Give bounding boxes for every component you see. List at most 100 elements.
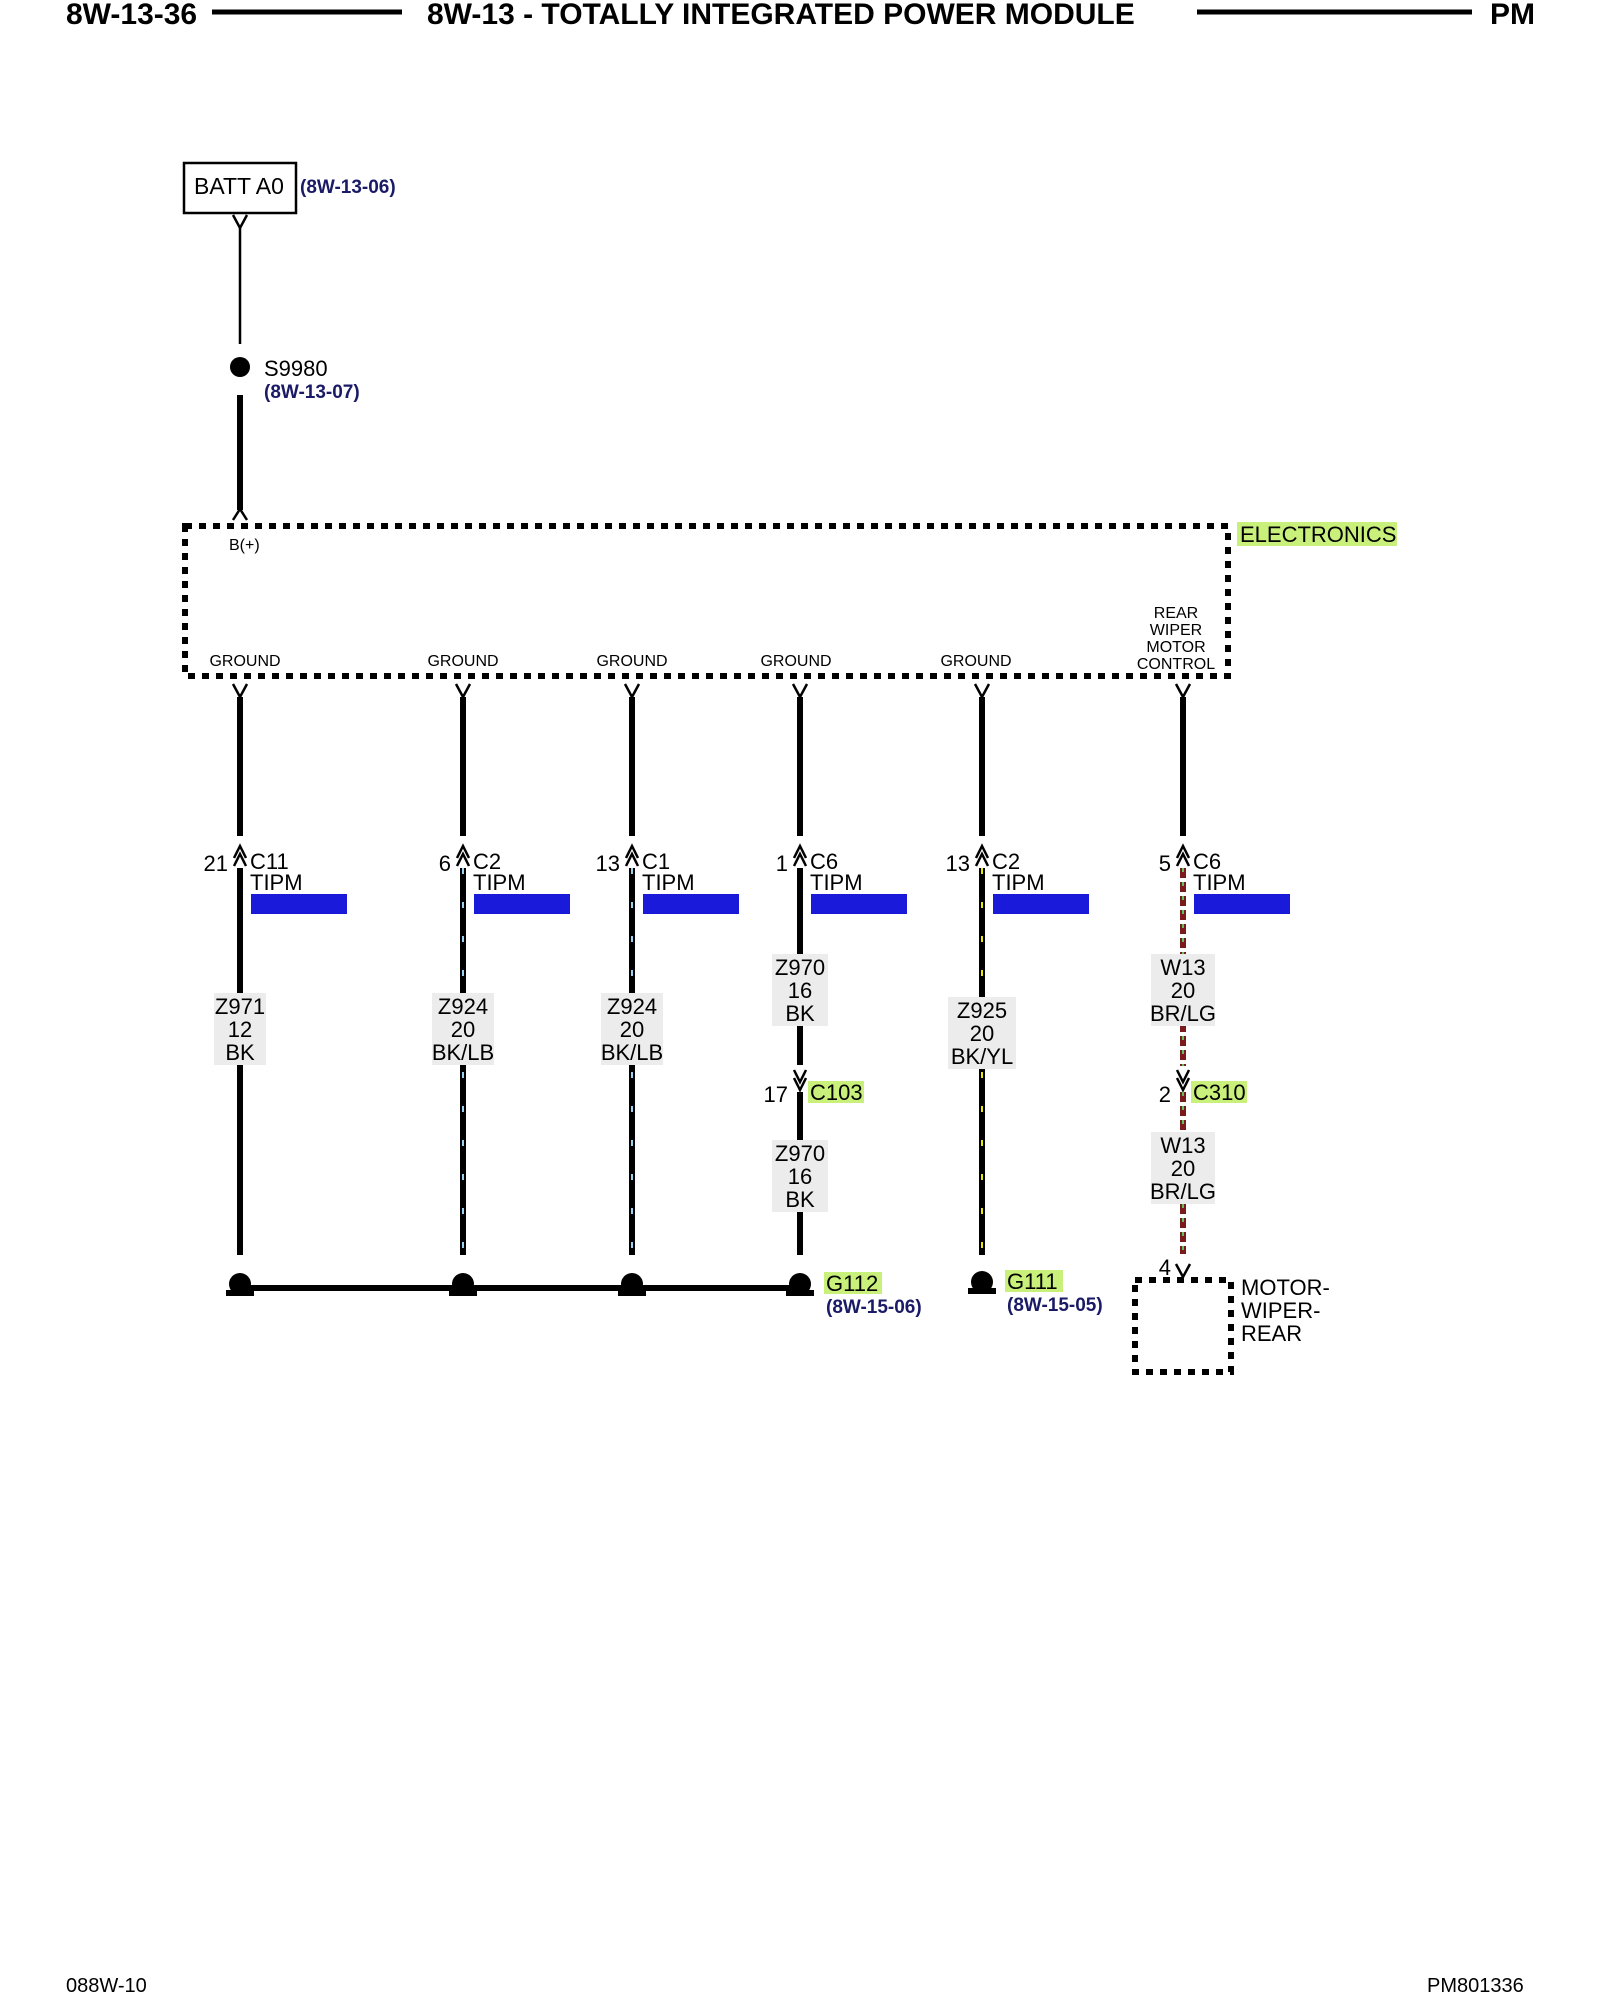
wire-id-z924-b: Z924 xyxy=(607,994,657,1019)
batt-connector-symbol xyxy=(231,214,249,231)
module-tipm-4: TIPM xyxy=(810,870,863,895)
page-title: 8W-13 - TOTALLY INTEGRATED POWER MODULE xyxy=(427,0,1135,31)
svg-text:MOTOR: MOTOR xyxy=(1146,639,1205,656)
wire-color-z924-a: BK/LB xyxy=(432,1040,494,1065)
svg-text:WIPER: WIPER xyxy=(1150,622,1202,639)
motor-label-line-3: REAR xyxy=(1241,1321,1302,1346)
pin-6: 6 xyxy=(439,851,451,876)
pin-17: 17 xyxy=(764,1082,788,1107)
wire-gauge-z970-upper: 16 xyxy=(788,978,812,1003)
wire-color-z970-lower: BK xyxy=(785,1187,815,1212)
motor-label-line-2: WIPER- xyxy=(1241,1298,1320,1323)
pin-1: 1 xyxy=(776,851,788,876)
wire-id-z924-a: Z924 xyxy=(438,994,488,1019)
wire-gauge-z971: 12 xyxy=(228,1017,252,1042)
electronics-label: ELECTRONICS xyxy=(1240,522,1396,547)
section-code: PM xyxy=(1490,0,1535,31)
g112-highlight xyxy=(824,1272,882,1294)
circuit-z925 xyxy=(948,683,1016,1255)
ground-g111: G111 xyxy=(1007,1269,1058,1294)
wire-id-z971: Z971 xyxy=(215,994,265,1019)
wire-color-z925: BK/YL xyxy=(951,1044,1013,1069)
wire-gauge-w13-lower: 20 xyxy=(1171,1156,1195,1181)
pin-4: 4 xyxy=(1159,1255,1171,1280)
circuit-z970 xyxy=(772,683,828,1255)
ref-box-1 xyxy=(251,894,347,914)
module-input-label: B(+) xyxy=(229,537,260,554)
c103-highlight xyxy=(808,1081,864,1103)
module-input-symbol xyxy=(231,506,249,521)
circuit-w13 xyxy=(1151,683,1215,1280)
ground-g112: G112 xyxy=(826,1271,878,1296)
circuit-z924-b xyxy=(601,683,663,1255)
ref-box-2 xyxy=(474,894,570,914)
wire-color-z971: BK xyxy=(225,1040,255,1065)
output-label-ground-1: GROUND xyxy=(209,653,280,670)
pin-21: 21 xyxy=(204,851,228,876)
circuit-z924-a xyxy=(432,683,494,1255)
footer-left: 088W-10 xyxy=(66,1975,147,1997)
wire-gauge-z924-b: 20 xyxy=(620,1017,644,1042)
wire-color-z970-upper: BK xyxy=(785,1001,815,1026)
wire-gauge-z970-lower: 16 xyxy=(788,1164,812,1189)
module-tipm-5: TIPM xyxy=(992,870,1045,895)
connector-c6-b: C6 xyxy=(1193,849,1221,874)
ref-box-3 xyxy=(643,894,739,914)
circuit-z971 xyxy=(214,683,266,1255)
connector-c11: C11 xyxy=(250,849,289,874)
electronics-highlight xyxy=(1237,522,1397,546)
ground-g112-ref: (8W-15-06) xyxy=(826,1297,922,1318)
ground-symbols xyxy=(226,1271,996,1296)
splice-label: S9980 xyxy=(264,356,328,381)
wire-id-z970-lower: Z970 xyxy=(775,1141,825,1166)
motor-wiper-rear-box xyxy=(1132,1277,1234,1375)
output-label-ground-2: GROUND xyxy=(427,653,498,670)
module-tipm-3: TIPM xyxy=(642,870,695,895)
pin-2: 2 xyxy=(1159,1082,1171,1107)
connector-c103: C103 xyxy=(810,1080,863,1105)
output-label-rear-wiper: REAR WIPER MOTOR CONTROL xyxy=(1137,605,1215,673)
pin-13-a: 13 xyxy=(596,851,620,876)
wire-id-z970-upper: Z970 xyxy=(775,955,825,980)
wire-gauge-w13-upper: 20 xyxy=(1171,978,1195,1003)
connector-c2-b: C2 xyxy=(992,849,1020,874)
module-tipm-1: TIPM xyxy=(250,870,303,895)
wire-id-w13-upper: W13 xyxy=(1160,955,1205,980)
electronics-module-box xyxy=(182,523,1231,679)
splice-ref: (8W-13-07) xyxy=(264,382,360,403)
footer-right: PM801336 xyxy=(1427,1975,1524,1997)
g111-highlight xyxy=(1005,1270,1063,1292)
ref-box-4 xyxy=(811,894,907,914)
pin-5: 5 xyxy=(1159,851,1171,876)
connector-c1: C1 xyxy=(642,849,670,874)
motor-label-line-1: MOTOR- xyxy=(1241,1275,1330,1300)
connector-c2-a: C2 xyxy=(473,849,501,874)
pin-13-b: 13 xyxy=(946,851,970,876)
batt-a0-ref: (8W-13-06) xyxy=(300,177,396,198)
connector-c6-a: C6 xyxy=(810,849,838,874)
connector-c310: C310 xyxy=(1193,1080,1246,1105)
wire-color-w13-lower: BR/LG xyxy=(1150,1179,1216,1204)
batt-a0-label: BATT A0 xyxy=(194,173,284,199)
ref-box-5 xyxy=(993,894,1089,914)
module-tipm-2: TIPM xyxy=(473,870,526,895)
wire-color-z924-b: BK/LB xyxy=(601,1040,663,1065)
ref-box-6 xyxy=(1194,894,1290,914)
c310-highlight xyxy=(1191,1081,1247,1103)
ground-g111-ref: (8W-15-05) xyxy=(1007,1295,1103,1316)
svg-text:REAR: REAR xyxy=(1154,605,1198,622)
batt-a0-box xyxy=(182,161,298,215)
wire-gauge-z924-a: 20 xyxy=(451,1017,475,1042)
module-tipm-6: TIPM xyxy=(1193,870,1246,895)
output-label-ground-5: GROUND xyxy=(940,653,1011,670)
output-label-ground-4: GROUND xyxy=(760,653,831,670)
wire-id-w13-lower: W13 xyxy=(1160,1133,1205,1158)
splice-dot xyxy=(230,357,250,377)
wire-id-z925: Z925 xyxy=(957,998,1007,1023)
wire-color-w13-upper: BR/LG xyxy=(1150,1001,1216,1026)
svg-text:CONTROL: CONTROL xyxy=(1137,656,1215,673)
wire-gauge-z925: 20 xyxy=(970,1021,994,1046)
output-label-ground-3: GROUND xyxy=(596,653,667,670)
page-number: 8W-13-36 xyxy=(66,0,197,31)
